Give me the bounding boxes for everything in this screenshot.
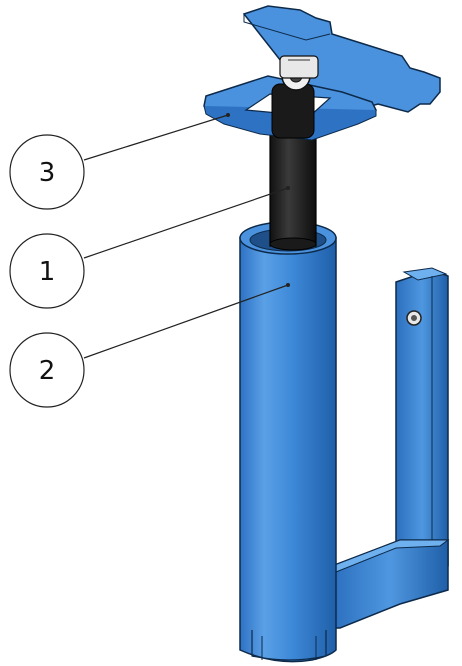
balloon-3: 3: [9, 134, 85, 210]
leader-tips: [226, 113, 290, 287]
top-plate: [203, 5, 441, 141]
leader-1: [83, 187, 289, 259]
balloon-1: 1: [9, 233, 85, 309]
balloon-1-label: 1: [39, 257, 56, 287]
balloon-2: 2: [9, 332, 85, 408]
leader-3: [83, 114, 229, 161]
bracket-arm: [331, 267, 450, 629]
leader-2: [83, 284, 289, 359]
balloon-2-label: 2: [39, 356, 56, 386]
outer-tube: [239, 221, 337, 663]
leader-lines: [83, 114, 289, 359]
inner-rod: [269, 127, 317, 251]
balloon-3-label: 3: [39, 158, 56, 188]
